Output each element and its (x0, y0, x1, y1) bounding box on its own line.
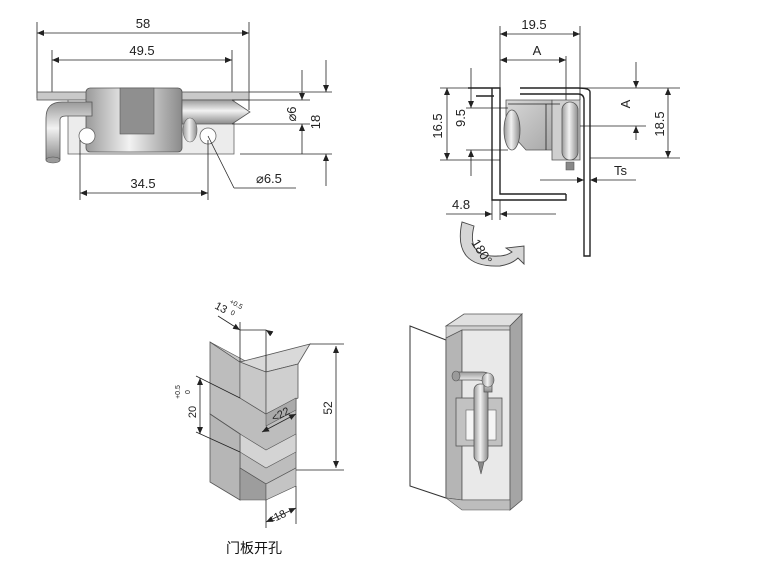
dim-18-bottom: <18 (266, 508, 288, 527)
rotation-arrow-icon (459, 221, 525, 267)
dim-a-side: A (618, 99, 633, 108)
tol-20-zero: 0 (185, 390, 192, 394)
dim-52: 52 (321, 401, 335, 415)
tol-13-zero: 0 (229, 310, 236, 318)
cutout-caption: 门板开孔 (226, 541, 282, 557)
dim-58: 58 (136, 16, 150, 31)
dim-18: 18 (308, 115, 323, 129)
dim-9-5: 9.5 (453, 109, 468, 127)
assembly-3d-view (409, 313, 523, 511)
dim-34-5: 34.5 (130, 176, 155, 191)
cutout-view: 13 +0.5 0 20 +0.5 0 <22 52 <18 (175, 299, 344, 528)
tol-20-plus: +0.5 (175, 385, 182, 399)
dim-16-5: 16.5 (430, 113, 445, 138)
dim-20: 20 (187, 406, 199, 418)
side-view: 19.5 A 16.5 9.5 A 18.5 Ts (430, 17, 680, 267)
dim-hole-dia: ⌀6.5 (256, 171, 282, 186)
front-view: 58 49.5 ⌀6 18 34 (36, 16, 332, 200)
dim-19-5: 19.5 (521, 17, 546, 32)
dim-pin-dia: ⌀6 (284, 106, 299, 121)
dim-49-5: 49.5 (129, 43, 154, 58)
dim-ts: Ts (614, 163, 628, 178)
tol-13-plus: +0.5 (228, 299, 244, 312)
dim-13: 13 (213, 300, 229, 316)
dim-a-top: A (533, 43, 542, 58)
dim-4-8: 4.8 (452, 197, 470, 212)
dim-18-5: 18.5 (652, 111, 667, 136)
